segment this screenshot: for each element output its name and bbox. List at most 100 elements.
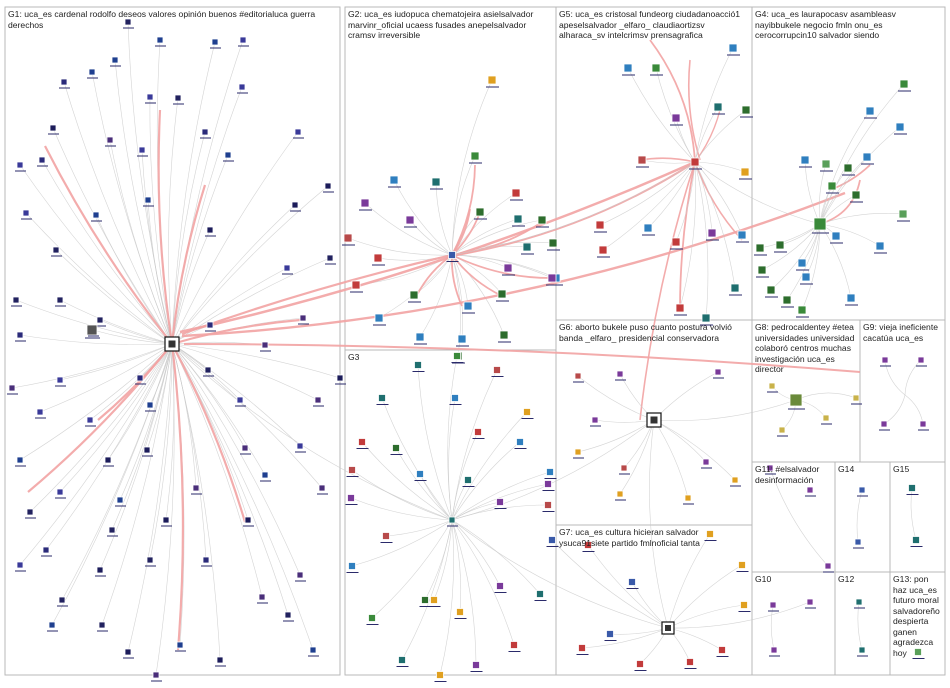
vertex-node[interactable]	[805, 598, 816, 609]
vertex-node[interactable]	[201, 556, 212, 567]
vertex-node[interactable]	[845, 293, 858, 306]
vertex-node[interactable]	[472, 428, 485, 439]
vertex-node[interactable]	[97, 621, 108, 632]
vertex-node[interactable]	[123, 18, 134, 29]
vertex-node[interactable]	[15, 456, 26, 467]
vertex-node[interactable]	[894, 122, 907, 135]
vertex-node[interactable]	[510, 188, 523, 201]
vertex-node[interactable]	[85, 416, 96, 427]
vertex-node[interactable]	[151, 671, 162, 682]
vertex-node[interactable]	[260, 341, 271, 352]
vertex-node[interactable]	[257, 593, 268, 604]
vertex-node[interactable]	[582, 541, 595, 552]
vertex-node[interactable]	[430, 177, 443, 190]
vertex-node[interactable]	[854, 598, 865, 609]
vertex-node[interactable]	[37, 156, 48, 167]
vertex-node[interactable]	[295, 442, 306, 453]
vertex-node[interactable]	[670, 237, 683, 250]
vertex-node[interactable]	[388, 175, 401, 188]
vertex-node[interactable]	[590, 416, 601, 427]
vertex-node[interactable]	[684, 658, 697, 669]
vertex-node[interactable]	[765, 285, 778, 298]
vertex-node[interactable]	[103, 456, 114, 467]
vertex-node[interactable]	[830, 231, 843, 244]
vertex-node[interactable]	[145, 93, 156, 104]
vertex-node[interactable]	[282, 264, 293, 275]
vertex-node[interactable]	[35, 408, 46, 419]
vertex-node[interactable]	[916, 356, 927, 367]
vertex-node[interactable]	[683, 494, 694, 505]
vertex-node[interactable]	[59, 78, 70, 89]
vertex-node[interactable]	[145, 556, 156, 567]
vertex-node[interactable]	[55, 296, 66, 307]
vertex-node[interactable]	[716, 646, 729, 657]
vertex-node[interactable]	[879, 420, 890, 431]
vertex-node[interactable]	[346, 562, 359, 573]
vertex-node[interactable]	[805, 486, 816, 497]
vertex-node[interactable]	[223, 151, 234, 162]
vertex-node[interactable]	[317, 484, 328, 495]
vertex-node[interactable]	[293, 128, 304, 139]
vertex-node[interactable]	[7, 384, 18, 395]
vertex-node[interactable]	[769, 646, 780, 657]
vertex-node[interactable]	[861, 152, 874, 165]
vertex-node[interactable]	[155, 36, 166, 47]
vertex-node[interactable]	[781, 295, 794, 308]
vertex-node[interactable]	[123, 648, 134, 659]
vertex-node[interactable]	[447, 516, 458, 527]
vertex-node[interactable]	[576, 644, 589, 655]
vertex-node[interactable]	[573, 372, 584, 383]
vertex-node[interactable]	[283, 611, 294, 622]
vertex-node[interactable]	[626, 578, 639, 589]
vertex-node[interactable]	[842, 163, 855, 176]
vertex-node[interactable]	[15, 561, 26, 572]
vertex-node[interactable]	[91, 211, 102, 222]
vertex-node[interactable]	[857, 646, 868, 657]
vertex-node[interactable]	[706, 228, 719, 241]
vertex-node[interactable]	[774, 240, 787, 253]
vertex-node[interactable]	[502, 263, 515, 276]
vertex-node[interactable]	[850, 190, 863, 203]
vertex-node[interactable]	[21, 209, 32, 220]
hub-node-g6[interactable]	[646, 412, 662, 428]
vertex-node[interactable]	[910, 536, 923, 547]
vertex-node[interactable]	[777, 426, 788, 437]
vertex-node[interactable]	[768, 601, 779, 612]
vertex-node[interactable]	[851, 394, 862, 405]
vertex-node[interactable]	[546, 273, 559, 286]
vertex-node[interactable]	[634, 660, 647, 671]
vertex-node[interactable]	[470, 661, 483, 672]
vertex-node[interactable]	[51, 246, 62, 257]
vertex-node[interactable]	[240, 444, 251, 455]
vertex-node[interactable]	[446, 251, 459, 262]
vertex-node[interactable]	[462, 301, 475, 314]
vertex-node[interactable]	[107, 526, 118, 537]
vertex-node[interactable]	[191, 484, 202, 495]
vertex-node[interactable]	[205, 321, 216, 332]
vertex-node[interactable]	[906, 484, 919, 495]
vertex-node[interactable]	[359, 198, 372, 211]
vertex-node[interactable]	[897, 209, 910, 222]
vertex-node[interactable]	[175, 641, 186, 652]
vertex-node[interactable]	[704, 530, 717, 541]
vertex-node[interactable]	[85, 324, 100, 339]
vertex-node[interactable]	[200, 128, 211, 139]
vertex-node[interactable]	[145, 401, 156, 412]
vertex-node[interactable]	[486, 75, 499, 88]
vertex-node[interactable]	[47, 621, 58, 632]
vertex-node[interactable]	[143, 196, 154, 207]
vertex-node[interactable]	[11, 296, 22, 307]
vertex-node[interactable]	[15, 331, 26, 342]
vertex-node[interactable]	[912, 648, 925, 659]
vertex-node[interactable]	[670, 113, 683, 126]
vertex-node[interactable]	[346, 466, 359, 477]
vertex-node[interactable]	[238, 36, 249, 47]
vertex-node[interactable]	[428, 596, 441, 607]
vertex-node[interactable]	[15, 161, 26, 172]
vertex-node[interactable]	[434, 671, 447, 682]
vertex-node[interactable]	[408, 290, 421, 303]
vertex-node[interactable]	[456, 334, 469, 347]
vertex-node[interactable]	[290, 201, 301, 212]
vertex-node[interactable]	[820, 159, 833, 172]
vertex-node[interactable]	[295, 571, 306, 582]
